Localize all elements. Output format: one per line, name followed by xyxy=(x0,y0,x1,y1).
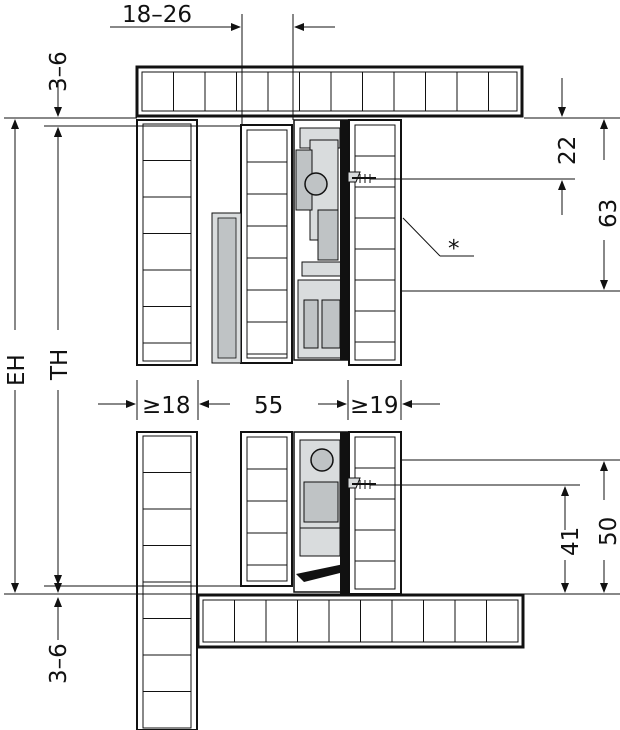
top-panel xyxy=(135,65,524,118)
drawer-side-lower xyxy=(348,431,402,595)
dim-middle: 55 xyxy=(254,393,283,419)
dim-asterisk: * xyxy=(448,236,460,262)
dim-left-panel: ≥18 xyxy=(142,393,191,419)
dimension-lines xyxy=(4,14,620,640)
runner-mechanism-lower xyxy=(293,431,376,594)
dim-th: TH xyxy=(47,349,73,381)
drawer-front-upper xyxy=(240,124,293,364)
dim-bottom-offset: 3–6 xyxy=(46,643,72,684)
dim-63: 63 xyxy=(596,199,620,228)
runner-mechanism-upper xyxy=(211,119,376,364)
dim-top-offset: 3–6 xyxy=(46,51,72,92)
dim-eh: EH xyxy=(4,354,30,386)
drawer-front-lower xyxy=(240,431,293,587)
dim-22: 22 xyxy=(555,136,581,165)
dim-50: 50 xyxy=(596,517,620,546)
dim-41: 41 xyxy=(558,527,584,556)
bottom-panel xyxy=(196,593,525,649)
dim-right-panel: ≥19 xyxy=(350,393,399,419)
drawer-side-upper xyxy=(348,119,402,366)
left-side-panel-lower xyxy=(136,431,198,730)
dim-top-gap: 18–26 xyxy=(122,2,192,28)
left-side-panel-upper xyxy=(136,119,198,366)
